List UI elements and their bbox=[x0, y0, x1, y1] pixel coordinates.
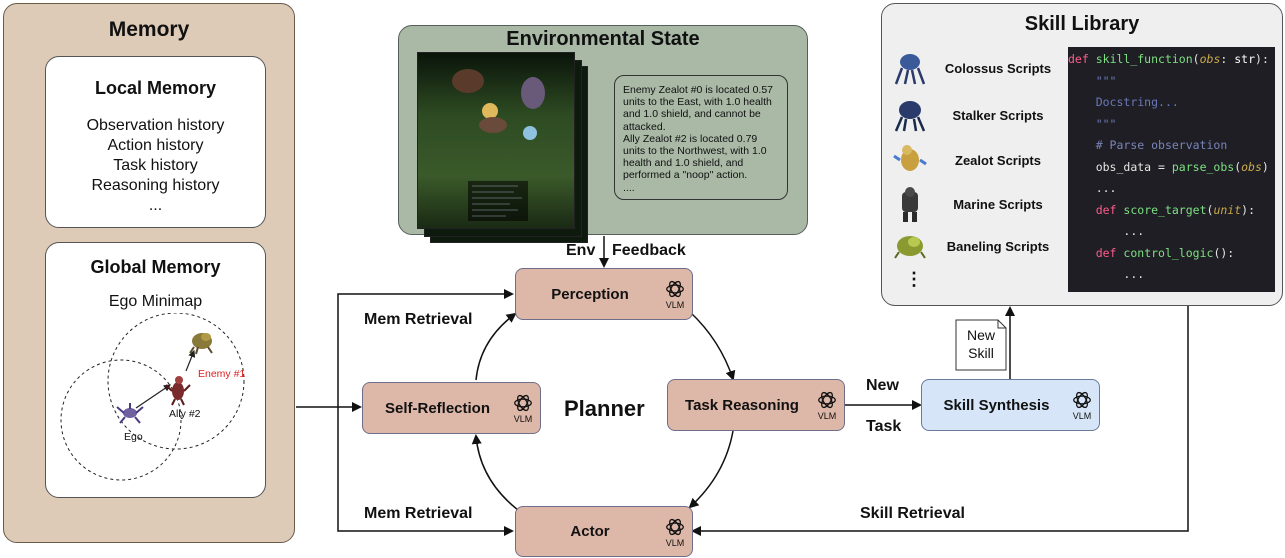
baneling-scripts-label: Baneling Scripts bbox=[946, 238, 1050, 254]
actor-node: Actor VLM bbox=[515, 506, 693, 557]
perception-label: Perception bbox=[551, 285, 629, 303]
task-label: Task bbox=[866, 418, 902, 435]
more-units-indicator: ⋮ bbox=[905, 269, 923, 289]
local-memory-item: Task history bbox=[113, 157, 198, 174]
ego-unit-icon bbox=[116, 403, 144, 424]
ally-unit-icon bbox=[165, 376, 191, 406]
vlm-badge: VLM bbox=[664, 278, 686, 310]
skill-synthesis-node: Skill Synthesis VLM bbox=[921, 379, 1100, 431]
local-memory-item: Action history bbox=[107, 137, 204, 154]
env-label: Env bbox=[566, 242, 596, 259]
stalker-scripts-label: Stalker Scripts bbox=[952, 107, 1044, 123]
skill-synthesis-label: Skill Synthesis bbox=[943, 396, 1050, 414]
local-memory-card: Local Memory Observation history Action … bbox=[45, 56, 266, 228]
reasoning-to-actor-arrow bbox=[688, 430, 734, 509]
colossus-scripts-item: Colossus Scripts bbox=[890, 48, 1051, 88]
openai-logo-icon bbox=[666, 518, 684, 535]
openai-logo-icon bbox=[666, 280, 684, 298]
memory-panel: Memory Local Memory Observation history … bbox=[3, 3, 295, 543]
self-reflection-node: Self-Reflection VLM bbox=[362, 382, 541, 434]
local-memory-item: Reasoning history bbox=[91, 177, 220, 194]
vlm-label: VLM bbox=[665, 300, 685, 310]
colossus-scripts-label: Colossus Scripts bbox=[944, 60, 1052, 76]
baneling-scripts-item: Baneling Scripts bbox=[890, 226, 1049, 266]
skill-library-title: Skill Library bbox=[1024, 13, 1140, 35]
global-memory-card: Global Memory Ego Minimap bbox=[45, 242, 266, 498]
skill-code-block: def skill_function(obs: str): """ Docstr… bbox=[1068, 47, 1275, 292]
openai-logo-icon bbox=[514, 394, 532, 412]
stalker-scripts-item: Stalker Scripts bbox=[890, 95, 1044, 135]
reflection-to-perception-arrow bbox=[475, 312, 517, 381]
marine-scripts-label: Marine Scripts bbox=[953, 196, 1043, 212]
skill-retrieval-arrow bbox=[691, 306, 1189, 536]
local-memory-title: Local Memory bbox=[94, 78, 217, 98]
environment-title: Environmental State bbox=[506, 28, 700, 50]
vlm-badge: VLM bbox=[512, 392, 534, 424]
game-scene-image bbox=[452, 69, 545, 221]
zealot-scripts-item: Zealot Scripts bbox=[890, 140, 1041, 180]
marine-scripts-item: Marine Scripts bbox=[890, 184, 1043, 224]
new-skill-label: New Skill bbox=[966, 327, 995, 361]
self-reflection-label: Self-Reflection bbox=[384, 399, 490, 417]
perception-to-reasoning-arrow bbox=[689, 311, 736, 381]
game-screenshot bbox=[417, 52, 575, 229]
openai-logo-icon bbox=[818, 391, 836, 409]
openai-logo-icon bbox=[1073, 391, 1091, 409]
new-skill-document-icon bbox=[955, 319, 1007, 371]
local-memory-item: ... bbox=[148, 197, 163, 214]
enemy-label: Enemy #1 bbox=[198, 368, 245, 380]
mem-retrieval-top-arrow bbox=[337, 289, 514, 407]
local-memory-item: Observation history bbox=[86, 117, 225, 134]
mem-retrieval-bottom-arrow bbox=[337, 407, 514, 536]
zealot-scripts-label: Zealot Scripts bbox=[955, 152, 1041, 168]
vlm-badge: VLM bbox=[816, 389, 838, 421]
perception-node: Perception VLM bbox=[515, 268, 693, 320]
vlm-badge: VLM bbox=[664, 516, 686, 548]
marine-icon bbox=[902, 187, 918, 222]
new-label: New bbox=[866, 377, 899, 394]
planner-label: Planner bbox=[564, 396, 645, 421]
vlm-badge: VLM bbox=[1071, 389, 1093, 421]
colossus-icon bbox=[894, 54, 926, 85]
mem-retrieval-bottom-label: Mem Retrieval bbox=[364, 505, 473, 522]
task-reasoning-node: Task Reasoning VLM bbox=[667, 379, 845, 431]
ally-label: Ally #2 bbox=[169, 408, 201, 420]
actor-label: Actor bbox=[570, 523, 610, 540]
vlm-label: VLM bbox=[1072, 411, 1092, 421]
global-memory-title: Global Memory bbox=[90, 257, 221, 277]
mem-retrieval-top-label: Mem Retrieval bbox=[364, 311, 473, 328]
ego-minimap: Enemy #1 Ally #2 Ego bbox=[60, 313, 245, 481]
vlm-label: VLM bbox=[513, 414, 533, 424]
task-reasoning-label: Task Reasoning bbox=[685, 396, 799, 414]
local-memory-list: Observation history Action history Task … bbox=[46, 116, 265, 216]
ego-minimap-label: Ego Minimap bbox=[108, 293, 203, 310]
vlm-label: VLM bbox=[817, 411, 837, 421]
stalker-icon bbox=[894, 101, 926, 132]
memory-title: Memory bbox=[108, 18, 190, 41]
vlm-label: VLM bbox=[665, 537, 685, 548]
ego-label: Ego bbox=[124, 431, 143, 443]
actor-to-reflection-arrow bbox=[471, 434, 519, 511]
observation-text-box: Enemy Zealot #0 is located 0.57 units to… bbox=[614, 75, 788, 200]
zealot-icon bbox=[893, 145, 927, 171]
enemy-unit-icon bbox=[189, 333, 213, 355]
baneling-icon bbox=[894, 236, 926, 259]
observation-text: Enemy Zealot #0 is located 0.57 units to… bbox=[623, 84, 774, 194]
skill-retrieval-label: Skill Retrieval bbox=[860, 505, 965, 522]
feedback-label: Feedback bbox=[612, 242, 686, 259]
